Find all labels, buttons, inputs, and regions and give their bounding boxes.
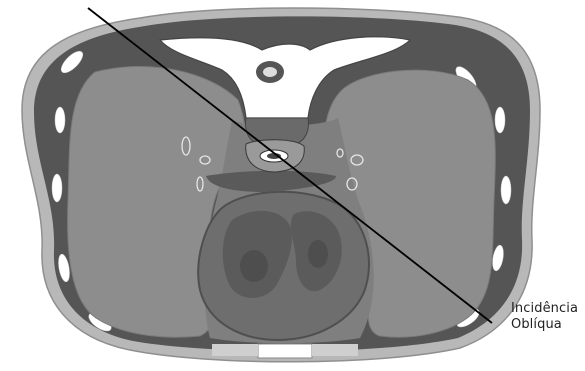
annotation-label: Incidência Oblíqua [511,301,578,333]
heart-inner-chamber [240,250,268,282]
posterior-spine-right [312,344,358,356]
posterior-spine-bone [258,344,312,358]
annotation-line-2: Oblíqua [511,317,578,333]
annotation-line-1: Incidência [511,301,578,317]
heart-inner-chamber-2 [308,240,328,268]
spinal-cord [263,67,277,77]
posterior-spine-left [212,344,258,356]
